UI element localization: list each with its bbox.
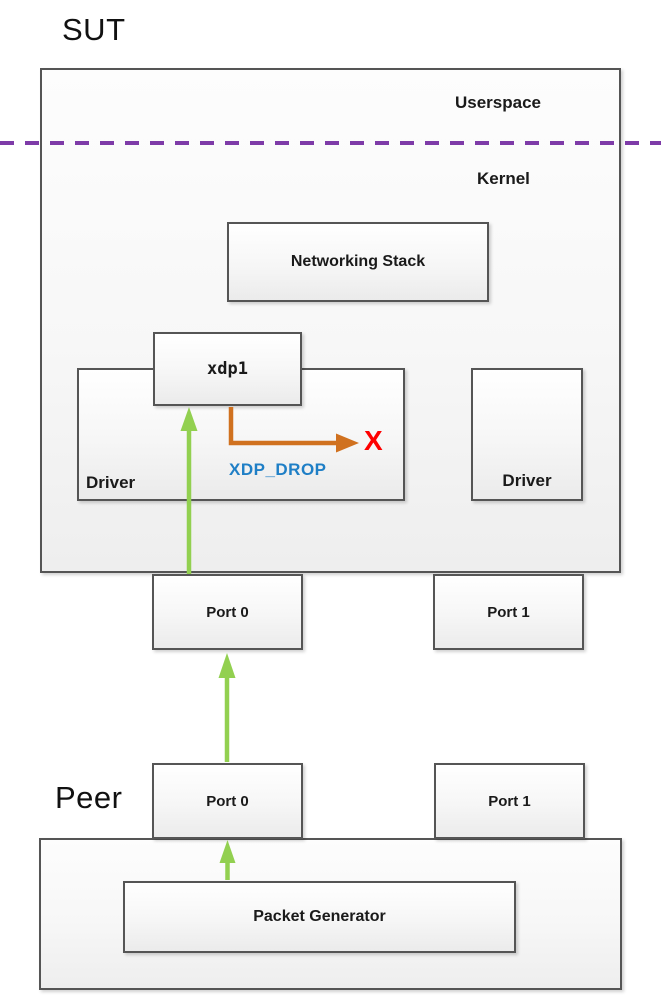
xdp-program-box: xdp1 bbox=[153, 332, 302, 406]
peer-port0-label: Port 0 bbox=[206, 792, 249, 810]
sut-port0-label: Port 0 bbox=[206, 603, 249, 621]
xdp-drop-label: XDP_DROP bbox=[229, 460, 327, 479]
userspace-label: Userspace bbox=[455, 93, 542, 112]
drop-x-mark: X bbox=[364, 425, 383, 456]
sut-port0-box: Port 0 bbox=[152, 574, 303, 650]
sut-port1-box: Port 1 bbox=[433, 574, 584, 650]
networking-stack-label: Networking Stack bbox=[290, 253, 426, 270]
networking-stack-box: Networking Stack bbox=[227, 222, 489, 302]
peer-port1-box: Port 1 bbox=[434, 763, 585, 839]
packet-generator-box: Packet Generator bbox=[123, 881, 516, 953]
xdp-program-label: xdp1 bbox=[207, 359, 248, 379]
kernel-label: Kernel bbox=[477, 169, 530, 188]
sut-title: SUT bbox=[62, 12, 126, 47]
peer-port1-label: Port 1 bbox=[488, 792, 531, 810]
driver-right-label: Driver bbox=[502, 471, 552, 490]
packet-generator-label: Packet Generator bbox=[253, 908, 386, 925]
peer-title: Peer bbox=[55, 780, 123, 815]
sut-port1-label: Port 1 bbox=[487, 603, 530, 621]
driver-left-label: Driver bbox=[86, 473, 136, 492]
peer-port0-box: Port 0 bbox=[152, 763, 303, 839]
packet-arrow-peer-port0-to-sut-port0 bbox=[218, 653, 236, 762]
driver-right-box: Driver bbox=[471, 368, 583, 501]
